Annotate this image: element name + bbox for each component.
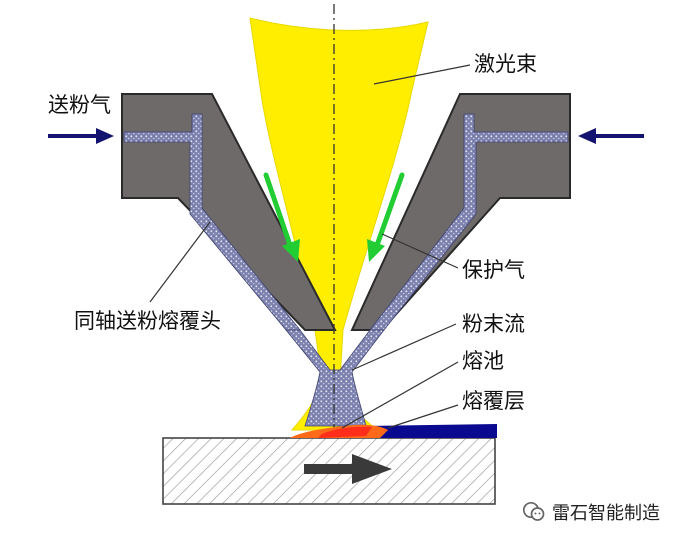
label-nozzle-head: 同轴送粉熔覆头 bbox=[74, 309, 221, 333]
label-powder-gas: 送粉气 bbox=[48, 93, 111, 117]
watermark-text: 雷石智能制造 bbox=[552, 503, 660, 524]
powder-gas-arrow-right bbox=[578, 128, 644, 144]
melt-pool-core bbox=[318, 426, 372, 438]
watermark: 雷石智能制造 bbox=[522, 500, 660, 524]
wechat-official-account-icon bbox=[522, 501, 545, 521]
label-melt-pool: 熔池 bbox=[462, 349, 504, 373]
leader-clad-layer bbox=[387, 404, 459, 429]
label-clad-layer: 熔覆层 bbox=[462, 389, 525, 413]
label-powder-stream: 粉末流 bbox=[462, 312, 525, 336]
leader-powder-stream bbox=[351, 323, 457, 371]
shield-gas-arrow-right bbox=[367, 172, 405, 262]
left-nozzle-body bbox=[121, 93, 337, 331]
leader-laser-beam bbox=[373, 64, 471, 85]
leader-melt-pool bbox=[341, 361, 459, 429]
powder-gas-arrow-left bbox=[48, 128, 114, 144]
label-shield-gas: 保护气 bbox=[462, 258, 525, 282]
clad-layer bbox=[350, 424, 497, 438]
motion-arrow bbox=[304, 454, 392, 484]
shield-gas-arrow-left bbox=[263, 172, 300, 262]
leader-nozzle-head bbox=[149, 221, 211, 303]
powder-stream bbox=[285, 329, 385, 427]
label-laser-beam: 激光束 bbox=[474, 52, 537, 76]
leader-shield-gas bbox=[381, 233, 459, 269]
